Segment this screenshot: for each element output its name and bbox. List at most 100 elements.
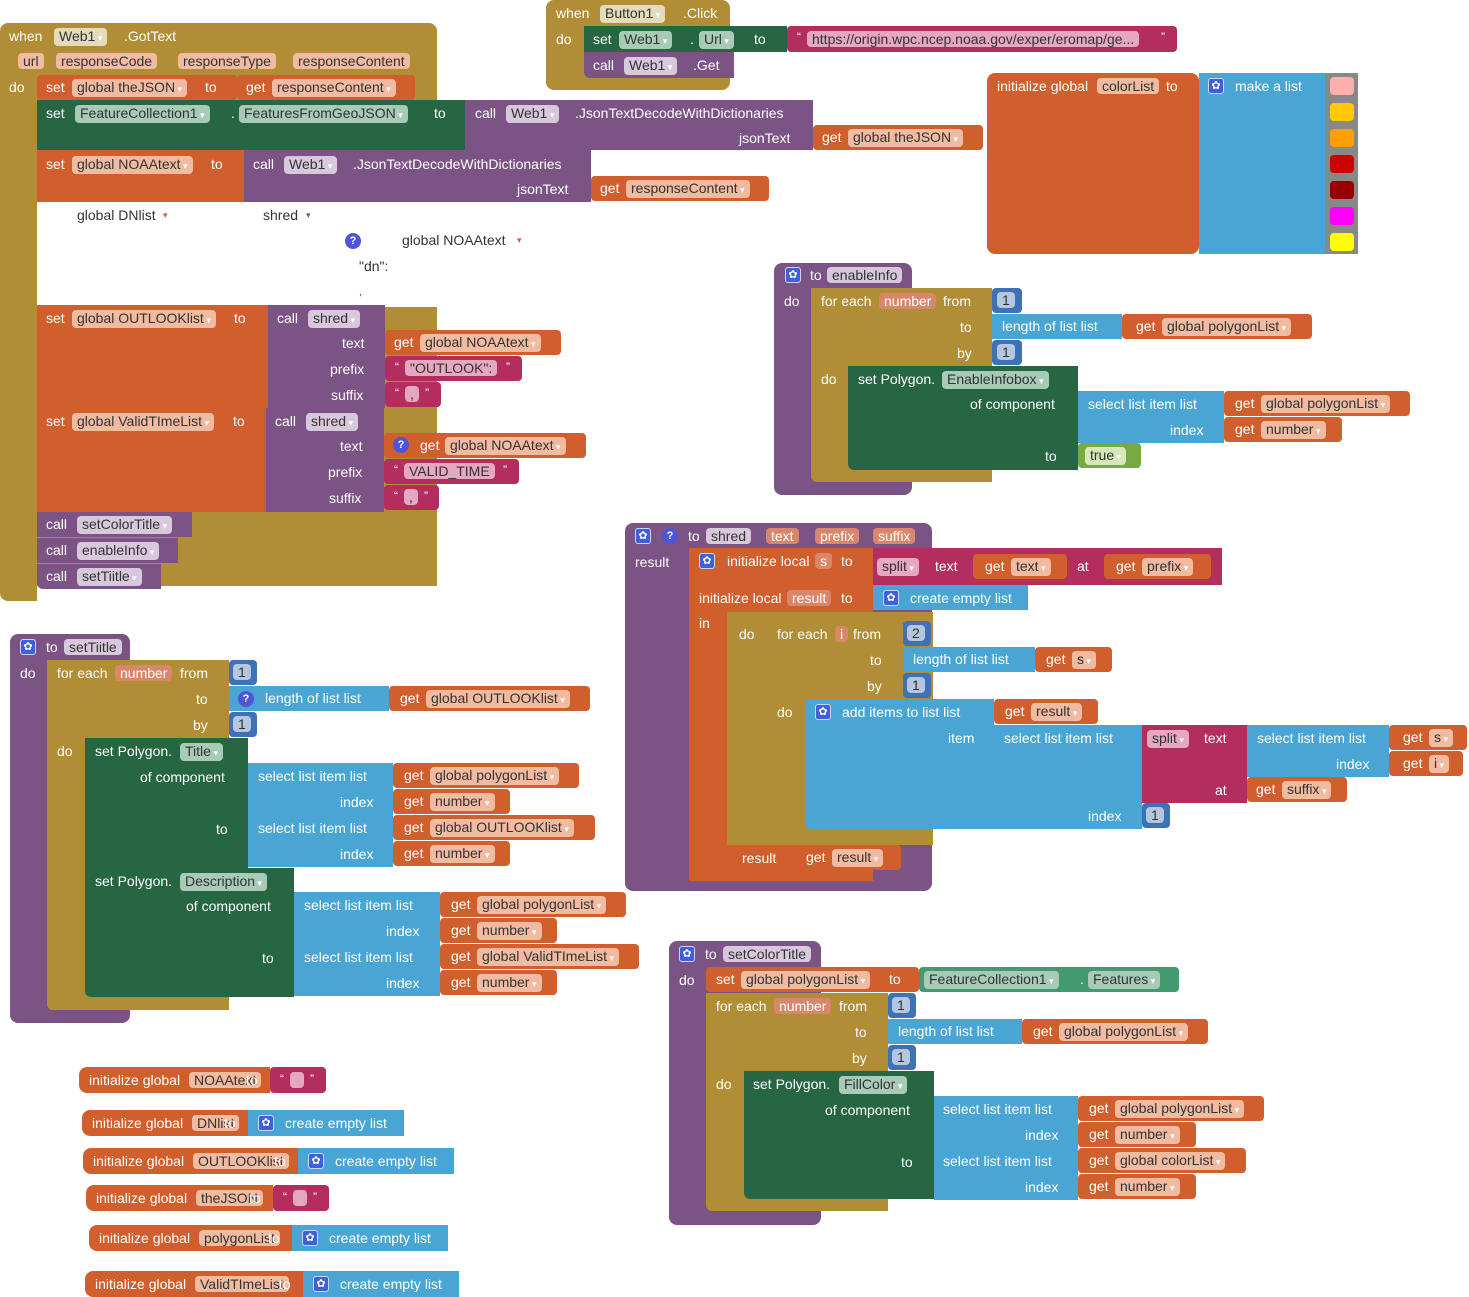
variable-dropdown[interactable]: global OUTLOOKlist (72, 310, 216, 328)
text-value[interactable]: VALID_TIME (404, 463, 495, 479)
select-list-item-block[interactable]: select list item list index (934, 1096, 1078, 1148)
get-global-polygonlist-block[interactable]: get global polygonList (1224, 391, 1410, 416)
loop-variable-field[interactable]: i (835, 626, 849, 642)
get-suffix-block[interactable]: get suffix (1247, 777, 1347, 802)
get-number-block[interactable]: get number (393, 789, 510, 814)
color-swatch[interactable] (1330, 129, 1354, 147)
number-block[interactable]: 2 (903, 621, 931, 646)
make-a-list-block[interactable]: ✿ make a list (1199, 73, 1325, 254)
get-number-block[interactable]: get number (1078, 1174, 1196, 1199)
number-block[interactable]: 1 (903, 673, 931, 698)
get-number-block[interactable]: get number (1224, 417, 1342, 442)
help-icon[interactable]: ? (345, 233, 361, 249)
set-global-noaatext-block[interactable]: set global NOAAtext to (37, 150, 244, 202)
set-polygon-description-block[interactable]: set Polygon. Description of component to (85, 868, 294, 997)
number-value[interactable]: 1 (1146, 807, 1164, 823)
color-swatch[interactable] (1330, 155, 1354, 173)
variable-dropdown[interactable]: global ValidTImeList (72, 413, 215, 431)
gear-icon[interactable]: ✿ (815, 704, 831, 720)
text-value[interactable]: "OUTLOOK": (405, 360, 498, 376)
number-value[interactable]: 1 (892, 1049, 910, 1065)
help-icon[interactable]: ? (393, 437, 409, 453)
variable-dropdown[interactable]: global theJSON (72, 79, 188, 97)
number-value[interactable]: 1 (907, 677, 925, 693)
get-number-block[interactable]: get number (440, 970, 557, 995)
call-settiitle-block[interactable]: call setTiitle (37, 564, 161, 589)
variable-name-field[interactable]: NOAAtext (189, 1072, 262, 1088)
length-of-list-block[interactable]: length of list list (888, 1019, 1022, 1044)
help-icon[interactable]: ? (662, 528, 678, 544)
param-text[interactable]: text (766, 528, 799, 544)
set-polygon-fillcolor-block[interactable]: set Polygon. FillColor of component to (744, 1071, 934, 1199)
procedure-dropdown[interactable]: setColorTitle (77, 516, 173, 534)
procedure-name-field[interactable]: setTiitle (64, 639, 122, 655)
get-number-block[interactable]: get number (440, 918, 557, 943)
create-empty-list-block[interactable]: ✿create empty list (248, 1110, 404, 1136)
variable-dropdown[interactable]: global theJSON (848, 129, 964, 147)
number-value[interactable]: 1 (997, 344, 1015, 360)
call-shred-block[interactable]: call shred text prefix suffix (266, 408, 384, 512)
variable-dropdown[interactable]: global polygonList (1115, 1100, 1245, 1118)
property-dropdown[interactable]: Title (180, 743, 223, 761)
variable-name-field[interactable]: DNlist (192, 1115, 240, 1131)
empty-text-block[interactable]: “” (270, 1067, 326, 1093)
help-icon[interactable]: ? (238, 691, 254, 707)
component-dropdown[interactable]: Web1 (619, 31, 673, 49)
gear-icon[interactable]: ✿ (883, 590, 899, 606)
text-value[interactable]: , (405, 386, 419, 402)
procedure-dropdown[interactable]: setTiitle (77, 568, 142, 586)
number-value[interactable]: 1 (892, 997, 910, 1013)
gear-icon[interactable]: ✿ (635, 528, 651, 544)
get-global-colorlist-block[interactable]: get global colorList (1078, 1148, 1246, 1173)
variable-dropdown[interactable]: number (477, 922, 542, 940)
set-polygon-title-block[interactable]: set Polygon. Title of component to (85, 738, 248, 868)
procedure-dropdown[interactable]: shred (308, 310, 361, 328)
procedure-dropdown[interactable]: enableInfo (77, 542, 160, 560)
procedure-name-field[interactable]: enableInfo (827, 267, 903, 283)
number-block[interactable]: 1 (229, 660, 257, 685)
variable-dropdown[interactable]: global ValidTImeList (477, 948, 620, 966)
get-global-polygonlist-block[interactable]: get global polygonList (440, 892, 626, 917)
variable-dropdown[interactable]: i (1429, 755, 1450, 773)
length-of-list-block[interactable]: length of list list (992, 314, 1122, 339)
local-var-result[interactable]: result (787, 590, 832, 606)
text-value[interactable] (293, 1190, 307, 1206)
property-dropdown[interactable]: FillColor (839, 1076, 908, 1094)
select-list-item-block[interactable]: select list item list index (994, 725, 1142, 829)
color-swatch[interactable] (1330, 233, 1354, 251)
select-list-item-block[interactable]: select list item list index (1247, 725, 1389, 777)
select-list-item-block[interactable]: select list item list index (934, 1148, 1078, 1200)
component-dropdown[interactable]: Web1 (284, 156, 338, 174)
variable-dropdown[interactable]: responseContent (626, 180, 750, 198)
number-block[interactable]: 1 (992, 340, 1022, 365)
param-prefix[interactable]: prefix (815, 528, 860, 544)
get-global-outlooklist-block[interactable]: get global OUTLOOKlist (389, 686, 590, 711)
set-global-outlooklist-block[interactable]: set global OUTLOOKlist to (37, 305, 268, 408)
set-web1-url-block[interactable]: set Web1 . Url to (584, 26, 787, 52)
split-dropdown[interactable]: split (877, 558, 919, 576)
gear-icon[interactable]: ✿ (679, 946, 695, 962)
procedure-name-field[interactable]: setColorTitle (723, 946, 812, 962)
param-url[interactable]: url (18, 53, 44, 69)
variable-name-field[interactable]: polygonList (199, 1230, 280, 1246)
set-polygon-enableinfobox-block[interactable]: set Polygon. EnableInfobox of component … (848, 366, 1078, 470)
variable-dropdown[interactable]: suffix (1282, 781, 1332, 799)
color-swatch[interactable] (1330, 207, 1354, 225)
variable-name-field[interactable]: colorList (1097, 78, 1160, 94)
boolean-dropdown[interactable]: true (1085, 447, 1127, 465)
variable-dropdown[interactable]: number (1115, 1126, 1180, 1144)
variable-dropdown[interactable]: number (1115, 1178, 1180, 1196)
color-swatch[interactable] (1330, 103, 1354, 121)
procedure-dropdown[interactable]: shred (306, 413, 359, 431)
variable-dropdown[interactable]: global polygonList (430, 767, 560, 785)
number-value[interactable]: 1 (233, 664, 251, 680)
number-block[interactable]: 1 (229, 712, 257, 737)
variable-dropdown[interactable]: global NOAAtext (72, 156, 193, 174)
set-global-thejson-block[interactable]: set global theJSON to (37, 75, 237, 100)
variable-dropdown[interactable]: global NOAAtext (420, 334, 541, 352)
param-suffix[interactable]: suffix (873, 528, 916, 544)
